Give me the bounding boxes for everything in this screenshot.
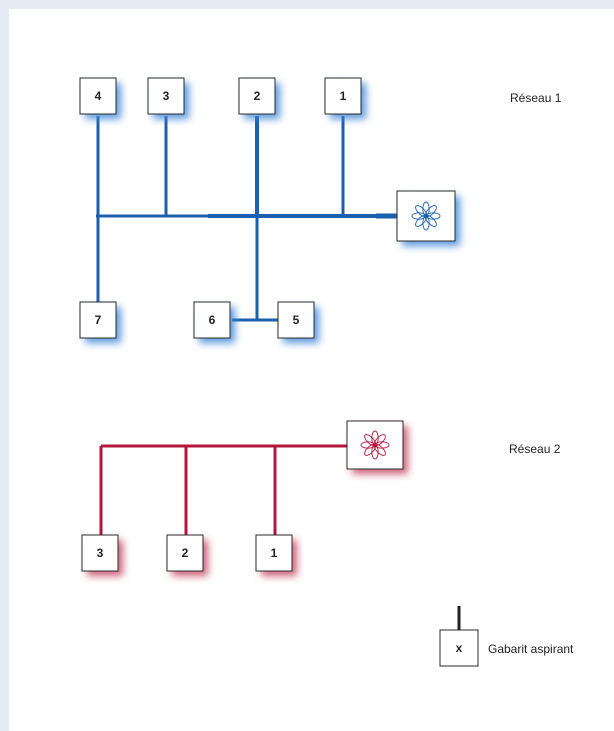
outlet-box: 1 (255, 534, 293, 572)
outlet-number: 2 (182, 546, 189, 560)
diagram-panel (9, 9, 614, 731)
network-1-fan-unit (396, 190, 456, 242)
outlet-number: 7 (95, 313, 102, 327)
network-1-label: Réseau 1 (510, 91, 562, 105)
network-1-outlets: 4 3 2 1 7 6 5 (79, 77, 362, 339)
network-2-ducts (99, 444, 350, 536)
outlet-box: 3 (81, 534, 119, 572)
network-2-outlets: 3 2 1 (81, 534, 293, 572)
outlet-number: 5 (293, 313, 300, 327)
outlet-number: 2 (254, 89, 261, 103)
outlet-number: 4 (95, 89, 102, 103)
network-1-ducts (96, 116, 400, 322)
outlet-box: 2 (238, 77, 276, 115)
outlet-box: 7 (79, 301, 117, 339)
legend-symbol: x (456, 641, 463, 655)
outlet-box: 3 (147, 77, 185, 115)
outlet-box: 2 (166, 534, 204, 572)
legend-symbol-box: x (439, 629, 479, 667)
network-2-fan-unit (346, 420, 404, 470)
outlet-number: 3 (163, 89, 170, 103)
outlet-number: 3 (97, 546, 104, 560)
outlet-box: 1 (324, 77, 362, 115)
outlet-number: 6 (209, 313, 216, 327)
outlet-box: 6 (193, 301, 231, 339)
outlet-box: 5 (277, 301, 315, 339)
legend-label: Gabarit aspirant (488, 642, 574, 656)
outlet-number: 1 (340, 89, 347, 103)
outlet-box: 4 (79, 77, 117, 115)
outlet-number: 1 (271, 546, 278, 560)
network-2-label: Réseau 2 (509, 442, 561, 456)
